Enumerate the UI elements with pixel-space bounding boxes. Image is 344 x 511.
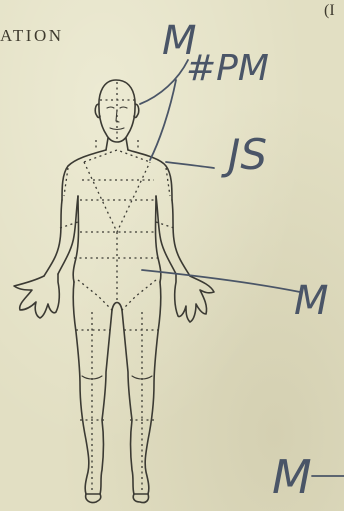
pen-line-chest [166, 162, 214, 168]
handwritten-groin-initial: M [294, 278, 329, 324]
right-arm-outline [156, 196, 190, 276]
right-hand-outline [175, 274, 214, 322]
handwritten-bottom-initial: M [272, 450, 312, 504]
handwritten-chest-note: JS [228, 130, 267, 179]
handwritten-top-note: #PM [186, 48, 269, 89]
left-hand-outline [14, 274, 59, 318]
pen-markings [140, 60, 344, 476]
pen-line-top-2 [150, 80, 176, 160]
left-arm-outline [44, 196, 78, 276]
pen-line-groin [142, 270, 300, 292]
torso-outline [62, 150, 172, 200]
pen-line-top [140, 60, 188, 104]
